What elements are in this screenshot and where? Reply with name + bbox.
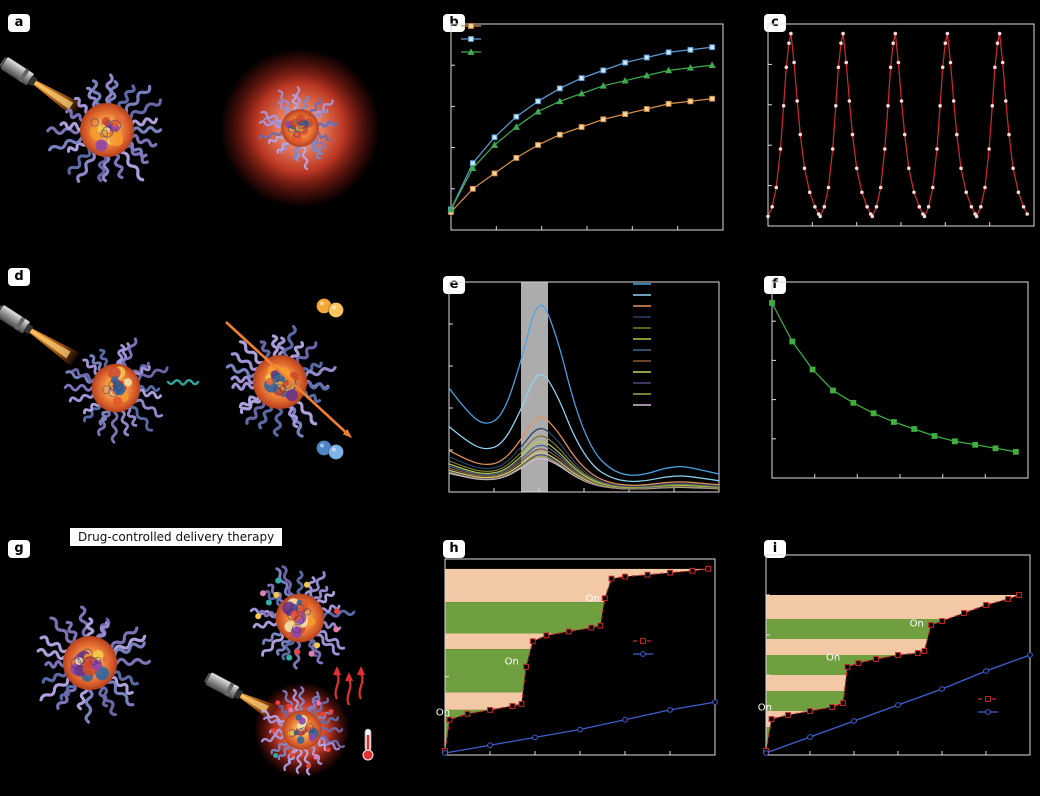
series-b-2 [447,61,716,213]
annotation-on: On [436,707,450,718]
release-interval-bands [766,595,1019,755]
series-i-1 [763,652,1033,756]
series-e-2 [448,416,720,486]
panel-label-g: g [8,540,30,558]
legend [978,696,998,715]
annotation-on: On [586,594,600,605]
panel-label-b: b [443,14,465,32]
panel-g-caption: Drug-controlled delivery therapy [70,528,283,546]
series-c-0 [766,31,1029,219]
panel-label-h: h [443,540,465,558]
series-e-5 [448,441,720,489]
series-e-4 [448,435,720,488]
chart-f [769,281,1029,479]
heat-arrow-icon [333,666,341,700]
panel-label-f: f [764,276,786,294]
plot-frame [444,558,716,756]
illus-panel-d [0,298,352,460]
illus-panel-g [36,565,374,778]
annotation-on: On [758,703,772,714]
heat-arrow-icon [357,666,365,700]
panel-label-a: a [8,14,30,32]
panel-label-c: c [764,14,786,32]
nanoparticle-illustration [249,565,356,670]
legend [633,638,653,657]
nanoparticle-illustration [46,73,163,183]
chart-e [448,281,720,493]
series-e-0 [448,304,720,476]
nanoparticle-illustration [260,686,345,776]
nanoparticle-illustration [63,337,169,444]
nanoparticle-illustration [36,605,152,724]
nanoparticle-illustration [225,325,337,438]
drug-molecule-chain-icon [166,378,200,386]
plot-frame [448,281,720,493]
series-f-0 [769,300,1019,455]
chart-b [447,23,724,231]
panel-label-i: i [764,540,786,558]
release-arrow-icon [225,321,352,438]
heat-arrow-icon [345,672,353,706]
plot-frame [767,23,1035,227]
drug-molecule-pair-top [316,298,344,318]
laser-icon [0,56,82,118]
annotation-on: On [826,653,840,664]
legend [633,283,651,406]
series-e-1 [448,373,720,483]
chart-c [766,23,1035,227]
annotation-on: On [910,619,924,630]
series-h-0 [442,565,712,754]
series-b-0 [448,95,716,215]
series-h-1 [442,699,718,756]
plot-frame [771,281,1029,479]
illus-panel-a [0,48,380,208]
legend [461,23,481,55]
nanoparticle-illustration [258,86,338,171]
annotation-on: On [505,656,519,667]
thermometer-icon [362,728,374,761]
drug-molecule-pair-bottom [316,440,344,460]
laser-icon [0,304,80,367]
series-e-3 [448,427,720,487]
panel-label-d: d [8,268,30,286]
plot-frame [450,23,724,231]
